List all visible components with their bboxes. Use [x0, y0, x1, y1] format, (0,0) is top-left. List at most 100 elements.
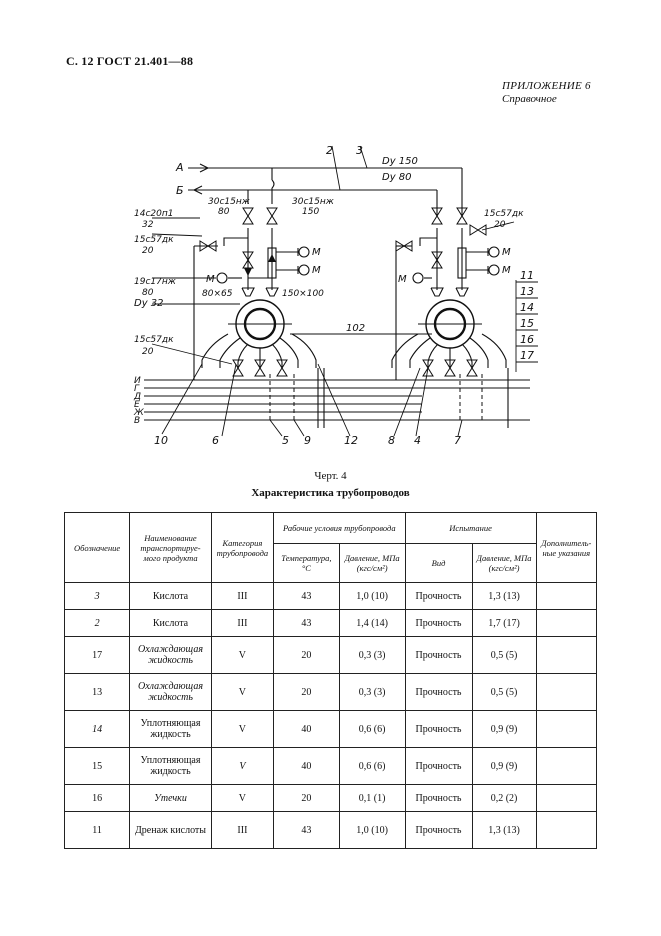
cell-note [535, 710, 598, 748]
valve-label-10: 80 [142, 288, 154, 298]
cell-id: 17 [63, 636, 131, 674]
cell-cat: III [210, 811, 275, 849]
bottom-number-4: 4 [414, 434, 421, 447]
instrument-m-4: М [502, 265, 511, 276]
valve-label-12: 20 [142, 347, 154, 357]
cell-temp: 20 [273, 636, 340, 674]
cell-pres: 1,4 (14) [338, 609, 406, 637]
cell-pres: 0,6 (6) [338, 747, 406, 785]
cell-pres: 0,3 (3) [338, 673, 406, 711]
cell-product: Охлаждающая жидкость [129, 636, 212, 674]
collector-label-v: В [134, 416, 140, 426]
cell-id: 2 [63, 609, 131, 637]
valve-label-1: 30с15нж [208, 197, 251, 207]
cell-pres: 0,1 (1) [338, 784, 406, 812]
cell-product: Уплотняющая жидкость [129, 710, 212, 748]
cell-temp: 40 [273, 710, 340, 748]
cell-note [535, 582, 598, 610]
header-temperature: Температура, °С [273, 543, 340, 583]
cell-note [535, 811, 598, 849]
cell-tpres: 0,9 (9) [471, 747, 537, 785]
cell-cat: V [210, 673, 275, 711]
cell-cat: V [210, 747, 275, 785]
bottom-number-6: 6 [212, 434, 219, 447]
instrument-m-6: М [398, 274, 407, 285]
callout-2: 2 [326, 144, 333, 157]
cell-product: Уплотняющая жидкость [129, 747, 212, 785]
reducer-label-1: 80×65 [202, 289, 233, 299]
cell-pres: 0,6 (6) [338, 710, 406, 748]
cell-pres: 1,0 (10) [338, 582, 406, 610]
cell-id: 15 [63, 747, 131, 785]
cell-tpres: 1,3 (13) [471, 811, 537, 849]
cell-type: Прочность [404, 636, 473, 674]
bottom-number-12: 12 [344, 434, 358, 447]
dn-label-150: Dу 150 [382, 156, 418, 167]
valve-label-6: 32 [142, 220, 154, 230]
cell-id: 11 [63, 811, 131, 849]
right-number-16: 16 [520, 333, 534, 346]
cell-product: Охлаждающая жидкость [129, 673, 212, 711]
cell-cat: V [210, 710, 275, 748]
cell-note [535, 747, 598, 785]
appendix-subtitle: Справочное [502, 93, 557, 105]
dn-label-80: Dу 80 [382, 172, 412, 183]
cell-tpres: 0,2 (2) [471, 784, 537, 812]
cell-type: Прочность [404, 673, 473, 711]
cell-pres: 0,3 (3) [338, 636, 406, 674]
cell-type: Прочность [404, 582, 473, 610]
valve-label-9: 19с17нж [134, 277, 177, 287]
cell-pres: 1,0 (10) [338, 811, 406, 849]
right-number-17: 17 [520, 349, 534, 362]
cell-id: 13 [63, 673, 131, 711]
cell-type: Прочность [404, 811, 473, 849]
cell-type: Прочность [404, 710, 473, 748]
valve-label-7: 15с57дк [134, 235, 174, 245]
instrument-m-2: М [312, 265, 321, 276]
header-test: Испытание [404, 512, 537, 544]
collector-label-i: И [134, 376, 141, 386]
cell-id: 16 [63, 784, 131, 812]
cell-tpres: 1,7 (17) [471, 609, 537, 637]
valve-label-2: 80 [218, 207, 230, 217]
cell-tpres: 0,5 (5) [471, 673, 537, 711]
cell-temp: 20 [273, 673, 340, 711]
cell-note [535, 636, 598, 674]
valve-label-3: 30с15нж [292, 197, 335, 207]
cell-id: 3 [63, 582, 131, 610]
cell-product: Кислота [129, 609, 212, 637]
bottom-number-8: 8 [388, 434, 395, 447]
cell-cat: V [210, 636, 275, 674]
header-notes: Дополнитель-ные указания [535, 512, 598, 583]
cell-cat: III [210, 582, 275, 610]
instrument-m-1: М [312, 247, 321, 258]
collector-label-zh: Ж [133, 408, 144, 418]
figure-caption: Черт. 4 [314, 470, 347, 482]
cell-temp: 43 [273, 582, 340, 610]
valve-label-5: 14с20п1 [134, 209, 173, 219]
instrument-m-5: М [206, 274, 215, 285]
cell-cat: III [210, 609, 275, 637]
cell-temp: 40 [273, 747, 340, 785]
piping-scheme: А Б 2 3 Dу 150 Dу 80 Dу 32 30с15нж 80 30… [133, 144, 538, 447]
header-pressure: Давление, МПа (кгс/см²) [338, 543, 406, 583]
header-product: Наименование транспортируе-мого продукта [129, 512, 212, 583]
cell-type: Прочность [404, 784, 473, 812]
cell-tpres: 0,5 (5) [471, 636, 537, 674]
valve-label-11: 15с57дк [134, 335, 174, 345]
header-test-type: Вид [404, 543, 473, 583]
page-header: С. 12 ГОСТ 21.401—88 [66, 54, 194, 68]
collector-label-d: Д [133, 392, 141, 402]
callout-3: 3 [356, 144, 363, 157]
cell-note [535, 784, 598, 812]
cell-product: Кислота [129, 582, 212, 610]
header-category: Категория трубопровода [210, 512, 275, 583]
cell-temp: 43 [273, 811, 340, 849]
appendix-title: ПРИЛОЖЕНИЕ 6 [502, 80, 591, 92]
collector-label-g: Г [134, 384, 140, 394]
